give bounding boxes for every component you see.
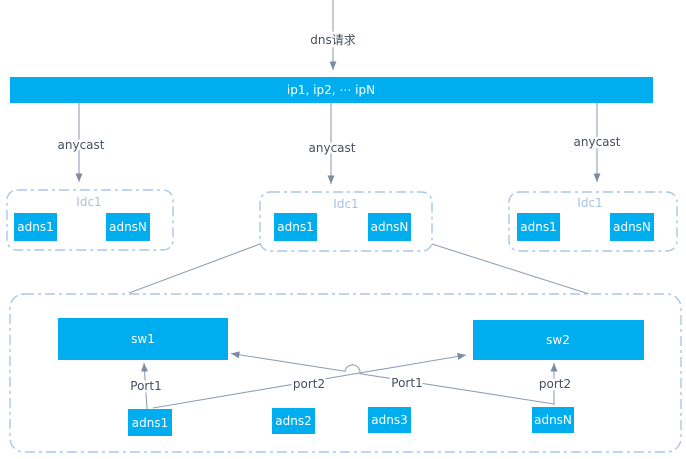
port-label-sw1-port1: Port1 [130, 379, 161, 393]
server-adns2-node [272, 408, 315, 434]
anycast-label-middle: anycast [309, 141, 356, 155]
idc-right-adns1-node [517, 213, 560, 241]
idc-to-switch-link-left [128, 243, 261, 294]
idc-to-switch-link-right [431, 243, 590, 295]
idc-middle-adns1-node [274, 213, 317, 241]
idc-left-adnsN-node [106, 213, 150, 241]
sw2-node [473, 320, 644, 360]
idc-right-adnsN-node [610, 213, 654, 241]
anycast-label-left: anycast [58, 138, 105, 152]
idc-cluster-right-title: Idc1 [577, 196, 602, 210]
link-adns1-sw1 [141, 362, 149, 410]
idc-middle-adnsN-node [368, 213, 411, 241]
server-adnsN-label: adnsN [534, 413, 572, 427]
idc-right-adnsN-label: adnsN [613, 220, 651, 234]
idc-left-adns1-node [14, 213, 57, 241]
idc-middle-adns1-label: adns1 [277, 220, 313, 234]
anycast-label-right: anycast [574, 135, 621, 149]
server-adns3-node [368, 407, 411, 433]
port-label-sw1-port2: port2 [293, 377, 325, 391]
server-adns1-label: adns1 [132, 416, 168, 430]
vip-bar-label: ip1, ip2, ⋯ ipN [287, 83, 375, 97]
server-adnsN-node [532, 407, 574, 433]
port-label-sw2-port2: port2 [539, 377, 571, 391]
server-adns2-label: adns2 [275, 414, 311, 428]
server-adns3-label: adns3 [371, 413, 407, 427]
switch-cluster [9, 293, 682, 453]
idc-middle-adnsN-label: adnsN [371, 220, 409, 234]
sw2-label: sw2 [546, 333, 570, 347]
idc-cluster-left-title: Idc1 [76, 195, 101, 209]
idc-right-adns1-label: adns1 [520, 220, 556, 234]
server-adns1-node [128, 409, 172, 436]
link-adnsN-sw1-with-hop [230, 351, 555, 405]
idc-left-adnsN-label: adnsN [109, 220, 147, 234]
sw1-node [58, 318, 228, 360]
vip-bar [10, 77, 653, 103]
port-label-sw2-port1: Port1 [391, 376, 422, 390]
idc-left-adns1-label: adns1 [17, 220, 53, 234]
sw1-label: sw1 [131, 332, 155, 346]
idc-cluster-middle-title: Idc1 [333, 197, 358, 211]
link-adns1-sw2 [152, 352, 467, 409]
dns-request-label: dns请求 [310, 33, 355, 47]
